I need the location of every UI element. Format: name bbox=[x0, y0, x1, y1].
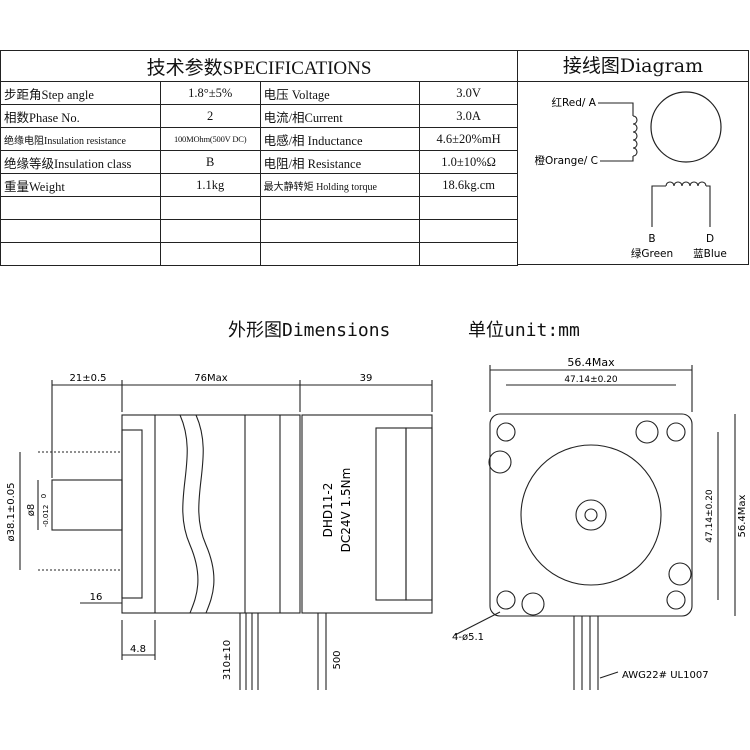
spec-value: 3.0A bbox=[419, 104, 518, 128]
shaft bbox=[51, 479, 123, 531]
coil-ac-lead-c bbox=[600, 156, 634, 162]
spec-value: B bbox=[159, 150, 261, 174]
wiring-diagram: 红Red/ A 橙Orange/ C B 绿Green D 蓝Blue bbox=[534, 91, 727, 260]
spec-value: 1.0±10%Ω bbox=[419, 150, 518, 174]
dim-front-width: 56.4Max bbox=[567, 356, 615, 369]
spec-value: 1.1kg bbox=[159, 173, 261, 197]
spec-label: 电流/相Current bbox=[259, 104, 421, 128]
side-view bbox=[19, 380, 433, 690]
spec-label: 相数Phase No. bbox=[0, 104, 161, 128]
spec-value: 1.8°±5% bbox=[159, 81, 261, 105]
unit-label: 单位unit:mm bbox=[468, 320, 580, 341]
spec-row: 绝缘等级Insulation class B 电阻/相 Resistance 1… bbox=[0, 150, 518, 174]
spec-label: 电阻/相 Resistance bbox=[259, 150, 421, 174]
shaft-circle bbox=[575, 499, 607, 531]
spec-value: 3.0V bbox=[419, 81, 518, 105]
specifications-title: 技术参数SPECIFICATIONS bbox=[0, 50, 518, 82]
coil-ac-winding bbox=[632, 115, 638, 157]
dim-holes: 4-ø5.1 bbox=[452, 632, 484, 643]
front-flange bbox=[121, 429, 143, 599]
pilot-circle bbox=[520, 444, 662, 586]
spec-row: 重量Weight 1.1kg 最大静转矩 Holding torque 18.6… bbox=[0, 173, 518, 197]
wire-d-letter: D bbox=[706, 233, 714, 245]
wire-b-label: 绿Green bbox=[631, 247, 673, 260]
spec-row-empty bbox=[0, 219, 518, 243]
coil-ac-lead-a bbox=[598, 102, 634, 116]
dim-shaft-tol-bottom: -0.012 bbox=[42, 505, 50, 528]
spec-label: 步距角Step angle bbox=[0, 81, 161, 105]
wire-a-label: 红Red/ A bbox=[551, 96, 596, 109]
spec-label: 绝缘等级Insulation class bbox=[0, 150, 161, 174]
coil-bd-lead-b bbox=[651, 185, 666, 227]
dim-hole-spacing-h: 47.14±0.20 bbox=[564, 375, 618, 385]
spec-row: 相数Phase No. 2 电流/相Current 3.0A bbox=[0, 104, 518, 128]
wire-spec: AWG22# UL1007 bbox=[622, 670, 709, 681]
wiring-diagram-title: 接线图Diagram bbox=[518, 51, 748, 82]
wire-d-label: 蓝Blue bbox=[693, 248, 727, 260]
spec-label: 最大静转矩 Holding torque bbox=[259, 173, 421, 197]
dim-encoder-lead: 500 bbox=[332, 650, 343, 669]
encoder-body bbox=[301, 414, 433, 614]
spec-value: 2 bbox=[159, 104, 261, 128]
dim-body-length: 76Max bbox=[194, 373, 227, 384]
mount-hole bbox=[496, 422, 516, 442]
dim-hole-spacing-v: 47.14±0.20 bbox=[705, 489, 715, 543]
dim-encoder-length: 39 bbox=[360, 373, 373, 384]
spec-label: 重量Weight bbox=[0, 173, 161, 197]
dim-flange: 4.8 bbox=[130, 644, 146, 655]
flange-square bbox=[489, 413, 693, 617]
spec-row: 步距角Step angle 1.8°±5% 电压 Voltage 3.0V bbox=[0, 81, 518, 105]
break-line bbox=[179, 414, 199, 614]
mount-hole bbox=[666, 422, 686, 442]
dimensions-title: 外形图Dimensions bbox=[228, 320, 391, 341]
spec-row: 绝缘电阻Insulation resistance 100MOhm(500V D… bbox=[0, 127, 518, 151]
spec-label: 电压 Voltage bbox=[259, 81, 421, 105]
encoder-model-label: DHD11-2 bbox=[321, 483, 335, 538]
mount-hole bbox=[496, 590, 516, 610]
wire-b-letter: B bbox=[648, 233, 655, 245]
wire-c-label: 橙Orange/ C bbox=[534, 154, 598, 167]
coil-bd-lead-d bbox=[706, 185, 711, 227]
coil-bd-winding bbox=[665, 181, 707, 187]
spec-row-empty bbox=[0, 196, 518, 220]
dim-shaft-dia: ø8 bbox=[26, 504, 37, 516]
spec-row-empty bbox=[0, 242, 518, 266]
specifications-section: 技术参数SPECIFICATIONS 步距角Step angle 1.8°±5%… bbox=[0, 50, 750, 266]
spec-value: 4.6±20%mH bbox=[419, 127, 518, 151]
motor-body bbox=[121, 414, 301, 614]
specifications-table: 技术参数SPECIFICATIONS 步距角Step angle 1.8°±5%… bbox=[0, 50, 518, 266]
spec-value: 100MOhm(500V DC) bbox=[159, 127, 261, 151]
spec-value: 18.6kg.cm bbox=[419, 173, 518, 197]
dim-lead-length: 310±10 bbox=[222, 640, 233, 680]
wiring-diagram-box: 接线图Diagram 红Red/ A 橙Orange/ C B 绿Green D… bbox=[518, 50, 749, 265]
dim-front-height: 56.4Max bbox=[737, 494, 748, 537]
dim-pilot-dia: ø38.1±0.05 bbox=[6, 482, 17, 541]
front-view bbox=[454, 365, 736, 690]
dim-shaft-tol-top: 0 bbox=[40, 494, 48, 498]
mount-hole bbox=[666, 590, 686, 610]
encoder-rating-label: DC24V 1.5Nm bbox=[339, 468, 353, 553]
dim-flat: 16 bbox=[90, 592, 103, 603]
spec-label: 绝缘电阻Insulation resistance bbox=[0, 127, 161, 151]
spec-label: 电感/相 Inductance bbox=[259, 127, 421, 151]
rotor-circle bbox=[650, 91, 722, 163]
dim-shaft-length: 21±0.5 bbox=[69, 373, 106, 384]
